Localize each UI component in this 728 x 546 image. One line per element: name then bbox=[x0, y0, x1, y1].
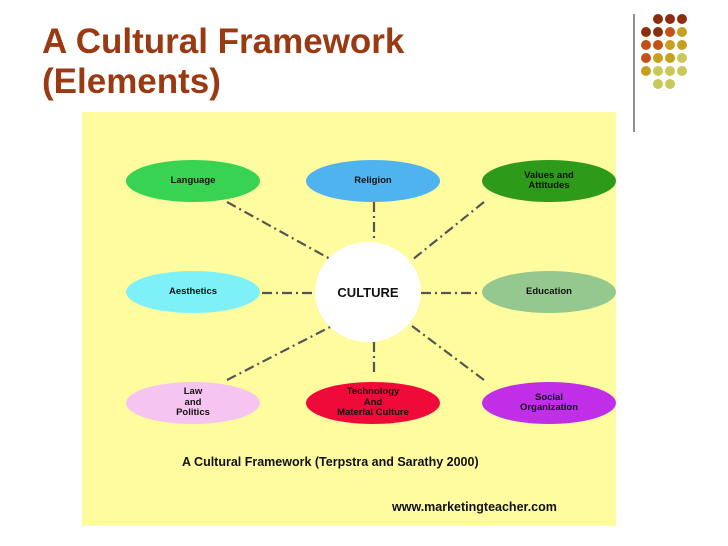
decorative-dot bbox=[641, 66, 651, 76]
decorative-dot bbox=[665, 66, 675, 76]
node-values-and-attitudes: Values and Attitudes bbox=[482, 160, 616, 202]
culture-framework-diagram: Language Religion Values and Attitudes A… bbox=[82, 112, 616, 526]
slide-title-line-2: (Elements) bbox=[42, 62, 221, 101]
decorative-dot bbox=[653, 14, 663, 24]
node-culture-center: CULTURE bbox=[315, 242, 421, 342]
decorative-dot bbox=[677, 40, 687, 50]
connector-law bbox=[226, 325, 333, 381]
node-language: Language bbox=[126, 160, 260, 202]
decorative-dot bbox=[641, 27, 651, 37]
decorative-dot bbox=[665, 27, 675, 37]
decorative-dot bbox=[641, 53, 651, 63]
decorative-dot bbox=[641, 40, 651, 50]
decorative-dot bbox=[653, 66, 663, 76]
diagram-caption: A Cultural Framework (Terpstra and Sarat… bbox=[182, 455, 479, 469]
node-social-organization: Social Organization bbox=[482, 382, 616, 424]
connector-social bbox=[411, 325, 485, 381]
decorative-dot bbox=[677, 66, 687, 76]
decorative-dot bbox=[665, 40, 675, 50]
connector-values bbox=[411, 201, 485, 261]
decorative-dot bbox=[665, 14, 675, 24]
node-technology: Technology And Material Culture bbox=[306, 382, 440, 424]
connector-language bbox=[226, 201, 333, 261]
decorative-dot bbox=[677, 14, 687, 24]
connector-lines bbox=[226, 201, 485, 381]
source-credit: www.marketingteacher.com bbox=[392, 500, 557, 514]
decorative-dot bbox=[677, 53, 687, 63]
decorative-dot bbox=[653, 40, 663, 50]
decorative-dot bbox=[653, 27, 663, 37]
node-law-and-politics: Law and Politics bbox=[126, 382, 260, 424]
decorative-dot bbox=[665, 53, 675, 63]
slide-title: A Cultural Framework (Elements) bbox=[42, 22, 404, 102]
decorative-dot bbox=[653, 79, 663, 89]
node-education: Education bbox=[482, 271, 616, 313]
node-aesthetics: Aesthetics bbox=[126, 271, 260, 313]
decorative-dot bbox=[677, 27, 687, 37]
decorative-dot bbox=[653, 53, 663, 63]
node-religion: Religion bbox=[306, 160, 440, 202]
decorative-divider bbox=[633, 14, 635, 132]
decorative-dot bbox=[665, 79, 675, 89]
slide-title-line-1: A Cultural Framework bbox=[42, 22, 405, 61]
